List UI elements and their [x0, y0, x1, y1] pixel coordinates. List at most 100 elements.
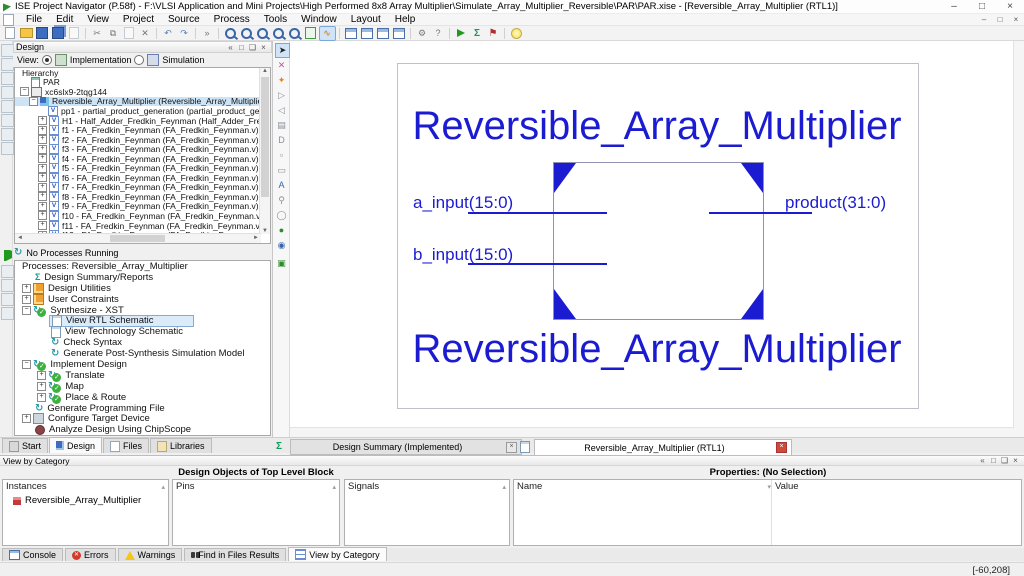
expand-icon[interactable]	[37, 392, 46, 402]
tree-item-f12[interactable]: f12 - FA_Fredkin_Feynman (FA_Fredkin_Fey…	[15, 230, 261, 234]
value-column-header[interactable]: Value	[775, 481, 799, 492]
tree-item-h1[interactable]: H1 - Half_Adder_Fredkin_Feynman (Half_Ad…	[15, 115, 261, 126]
trace-gray-icon[interactable]: ◯	[276, 210, 287, 220]
process-strip-icon-2[interactable]	[1, 279, 14, 292]
object-props-icon[interactable]: ▭	[277, 165, 286, 175]
menu-layout[interactable]: Layout	[350, 13, 381, 25]
sort-icon[interactable]: ▴	[332, 483, 336, 491]
files-panel-icon[interactable]	[1, 114, 14, 127]
tab-design-summary[interactable]: Design Summary (Implemented) ×	[290, 439, 522, 455]
design-panel-icon[interactable]	[1, 100, 14, 113]
scroll-up-icon[interactable]: ▲	[262, 68, 268, 74]
annotate-text-icon[interactable]: A	[278, 180, 285, 190]
process-analyze-chipscope[interactable]: Analyze Design Using ChipScope	[15, 424, 270, 435]
process-user-constraints[interactable]: User Constraints	[15, 293, 270, 305]
panel-dock-icon[interactable]: «	[228, 42, 233, 52]
instance-item[interactable]: Reversible_Array_Multiplier	[3, 495, 168, 506]
delete-button[interactable]: ✕	[138, 27, 153, 40]
menu-process[interactable]: Process	[213, 13, 250, 25]
tree-item-f7[interactable]: f7 - FA_Fredkin_Feynman (FA_Fredkin_Feyn…	[15, 182, 261, 193]
zoom-fit-icon[interactable]: ●	[278, 225, 285, 235]
mdi-minimize-button[interactable]: –	[981, 14, 987, 24]
tree-item-f4[interactable]: f4 - FA_Fredkin_Feynman (FA_Fredkin_Feyn…	[15, 153, 261, 164]
simulation-radio[interactable]	[134, 55, 145, 65]
expand-icon[interactable]	[22, 283, 31, 293]
process-map[interactable]: Map	[15, 381, 270, 393]
undo-button[interactable]: ↶	[161, 27, 176, 40]
new-sheet-icon[interactable]: ▤	[277, 120, 286, 130]
menu-source[interactable]: Source	[167, 13, 200, 25]
panel-float-icon[interactable]: □	[991, 456, 996, 465]
menu-view[interactable]: View	[87, 13, 109, 25]
refresh-view-button[interactable]	[303, 27, 318, 40]
expand-icon[interactable]	[38, 125, 47, 135]
tree-item-pp1[interactable]: pp1 - partial_product_generation (partia…	[15, 105, 261, 116]
signals-list[interactable]: Signals ▴	[344, 479, 510, 546]
duplicate-sheet-icon[interactable]: D	[278, 135, 285, 145]
expand-icon[interactable]	[38, 163, 47, 173]
tree-item-device[interactable]: xc6slx9-2tqg144	[15, 86, 261, 97]
net-cross-icon[interactable]: ✕	[277, 60, 286, 70]
menu-tools[interactable]: Tools	[263, 13, 288, 25]
select-cursor-icon[interactable]: ➤	[275, 43, 290, 58]
instances-column-header[interactable]: Instances ▴	[6, 481, 165, 492]
area-select-icon[interactable]: ▫	[279, 150, 284, 160]
name-column-header[interactable]: Name ▾	[517, 481, 771, 492]
process-place-route[interactable]: Place & Route	[15, 392, 270, 404]
ascend-hierarchy-icon[interactable]: ◁	[278, 105, 285, 115]
rtl-schematic-canvas[interactable]: Reversible_Array_Multiplier Reversible_A…	[290, 41, 1024, 437]
scroll-thumb[interactable]	[261, 77, 269, 197]
tree-item-f6[interactable]: f6 - FA_Fredkin_Feynman (FA_Fredkin_Feyn…	[15, 172, 261, 183]
panel-dock-icon[interactable]: «	[980, 456, 985, 465]
tab-warnings[interactable]: Warnings	[117, 548, 183, 561]
cascade-windows-button[interactable]	[344, 27, 359, 40]
run-process-button[interactable]	[454, 27, 469, 40]
process-generate-post-synthesis[interactable]: Generate Post-Synthesis Simulation Model	[15, 348, 270, 359]
tab-view-by-category[interactable]: View by Category	[288, 547, 387, 561]
tree-item-f2[interactable]: f2 - FA_Fredkin_Feynman (FA_Fredkin_Feyn…	[15, 134, 261, 145]
mdi-restore-button[interactable]: □	[997, 14, 1003, 24]
scroll-down-icon[interactable]: ▼	[262, 228, 268, 234]
sort-icon[interactable]: ▴	[502, 483, 506, 491]
save-all-button[interactable]	[51, 27, 66, 40]
close-tab-icon[interactable]: ×	[506, 441, 517, 453]
arrange-windows-button[interactable]	[392, 27, 407, 40]
expand-icon[interactable]	[38, 211, 47, 221]
maximize-button[interactable]: □	[978, 1, 986, 12]
process-design-summary[interactable]: Design Summary/Reports	[15, 272, 270, 283]
tree-item-f11[interactable]: f11 - FA_Fredkin_Feynman (FA_Fredkin_Fey…	[15, 220, 261, 231]
expand-icon[interactable]	[22, 414, 31, 424]
tree-item-f9[interactable]: f9 - FA_Fredkin_Feynman (FA_Fredkin_Feyn…	[15, 201, 261, 212]
zoom-full-view-button[interactable]	[271, 27, 286, 40]
process-implement-design[interactable]: Implement Design	[15, 359, 270, 371]
menu-edit[interactable]: Edit	[56, 13, 74, 25]
schematic-horizontal-scrollbar[interactable]	[290, 427, 1014, 437]
panel-close-icon[interactable]: ×	[1013, 456, 1018, 465]
panel-float-icon[interactable]: □	[239, 42, 244, 52]
cut-button[interactable]: ✂	[90, 27, 105, 40]
hierarchy-vertical-scrollbar[interactable]: ▲ ▼	[259, 68, 270, 234]
close-button[interactable]: ×	[1007, 1, 1013, 12]
scroll-right-icon[interactable]: ►	[253, 235, 259, 241]
tab-start[interactable]: Start	[2, 438, 49, 453]
view-options-icon[interactable]: ◉	[277, 240, 286, 250]
process-strip-icon-4[interactable]	[1, 307, 14, 320]
expand-icon[interactable]	[37, 381, 46, 391]
module-block[interactable]	[553, 162, 764, 320]
tree-item-f10[interactable]: f10 - FA_Fredkin_Feynman (FA_Fredkin_Fey…	[15, 210, 261, 221]
expand-icon[interactable]	[38, 144, 47, 154]
expand-icon[interactable]	[38, 192, 47, 202]
mdi-close-button[interactable]: ×	[1013, 14, 1019, 24]
panel-restore-icon[interactable]: ❏	[1000, 456, 1009, 465]
expand-icon[interactable]	[38, 173, 47, 183]
pins-column-header[interactable]: Pins ▴	[176, 481, 336, 492]
process-view-rtl-schematic[interactable]: View RTL Schematic	[15, 314, 270, 327]
scroll-thumb[interactable]	[110, 235, 165, 242]
tab-design[interactable]: Design	[49, 437, 103, 453]
tips-button[interactable]	[509, 27, 524, 40]
menu-window[interactable]: Window	[301, 13, 337, 25]
process-configure-target-device[interactable]: Configure Target Device	[15, 413, 270, 425]
add-instance-icon[interactable]: ✦	[277, 75, 286, 85]
report-panel-icon[interactable]	[1, 142, 14, 155]
probe-icon[interactable]: ⚲	[278, 195, 285, 205]
